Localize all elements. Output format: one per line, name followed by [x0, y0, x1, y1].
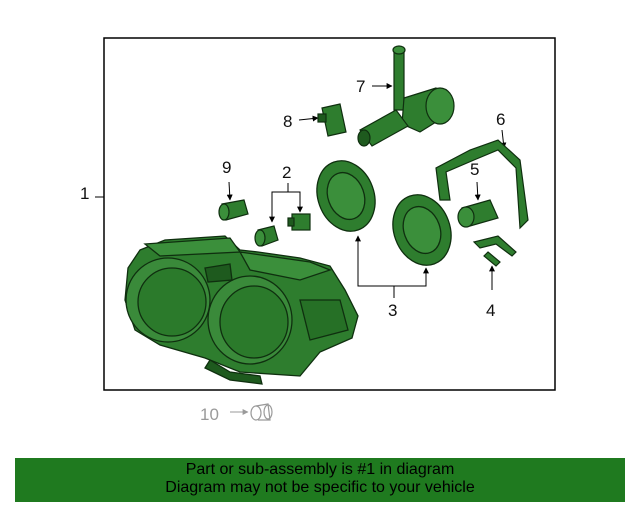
callout-7[interactable]: 7 [356, 77, 365, 96]
bulb-part-5[interactable] [457, 199, 499, 228]
callout-2[interactable]: 2 [282, 163, 291, 182]
callout-4[interactable]: 4 [486, 301, 495, 320]
optional-part-10[interactable] [250, 403, 273, 421]
wire-bracket-part-6[interactable] [435, 139, 529, 230]
notice-banner: Part or sub-assembly is #1 in diagram Di… [15, 458, 625, 502]
adjuster-motor-part-7[interactable] [357, 45, 455, 147]
callout-9[interactable]: 9 [222, 158, 231, 177]
callout-6[interactable]: 6 [496, 110, 505, 129]
banner-line-1: Part or sub-assembly is #1 in diagram [185, 461, 455, 478]
callout-5[interactable]: 5 [470, 160, 479, 179]
bulb-part-2[interactable] [254, 225, 279, 247]
clip-part-4[interactable] [472, 235, 517, 267]
bulb-part-9[interactable] [218, 199, 249, 221]
headlamp-housing[interactable] [124, 235, 359, 385]
diagram-frame [103, 37, 556, 391]
cover-part-3a[interactable] [307, 153, 384, 240]
connector-part-8[interactable] [317, 103, 347, 137]
banner-line-2: Diagram may not be specific to your vehi… [165, 479, 475, 496]
socket-part-2[interactable] [287, 213, 311, 231]
parts-diagram: 1 2 9 8 7 [80, 37, 556, 424]
callout-10[interactable]: 10 [200, 405, 219, 424]
callout-3[interactable]: 3 [388, 301, 397, 320]
cover-part-3b[interactable] [383, 187, 460, 274]
callout-1[interactable]: 1 [80, 184, 89, 203]
callout-8[interactable]: 8 [283, 112, 292, 131]
